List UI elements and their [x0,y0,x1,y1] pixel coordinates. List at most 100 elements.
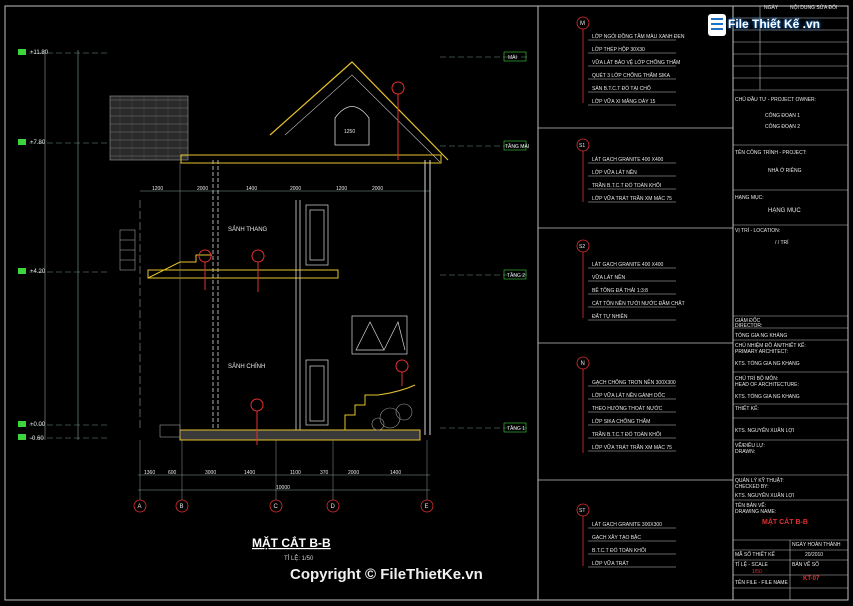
titleblock-row: TÊN FILE - FILE NAME [735,578,788,586]
legend-marker: S1 [579,143,585,149]
drawing-frame [4,5,849,601]
axis-label: D [331,504,336,510]
axis-bubble: A [133,440,147,513]
legend-text: LÁT GẠCH GRANITE 300X300 [592,521,662,528]
legend-marker: ST [579,508,585,514]
drawing-title: MẶT CẮT B-B [252,535,331,550]
legend-block: S1 LÁT GẠCH GRANITE 400 X400 LỚP VỮA LÁT… [576,138,676,203]
level-label: +11.80 [30,50,49,56]
axis-label: E [425,504,429,510]
legend-text: LỚP VỮA LÁT NỀN [592,169,637,176]
plant-decoration [371,403,413,431]
top-dimension: 2000 [372,186,383,192]
legend-marker: S2 [579,244,585,250]
top-dimension: 1400 [246,186,257,192]
legend-marker: N [581,361,585,367]
titleblock-row: KTS. TỔNG GIA NG KHANG [735,360,800,367]
titleblock-row: TÊN CÔNG TRÌNH - PROJECT: [735,148,807,156]
legend-text: B.T.C.T ĐỔ TOÀN KHỐI [592,547,646,554]
titleblock-row: NHÀ Ở RIÊNG [768,166,802,174]
title-block [733,6,848,600]
axis-bubble: C [269,440,283,513]
top-dimension-chain: 1200 2000 1400 2000 1200 2000 [140,186,430,192]
level-label: +4.20 [30,269,46,275]
titleblock-row: HEAD OF ARCHITECTURE: [735,382,799,388]
title-block-text: NGÀY NỘI DUNG SỬA ĐỔI CHỦ ĐẦU TƯ - PROJE… [735,4,841,586]
level-label: +0.00 [30,422,46,428]
axis-label: A [138,504,142,510]
legend-text: THEO HƯỚNG THOÁT NƯỚC [592,405,663,412]
bottom-dimension: 370 [320,470,329,476]
left-dimension-chain [20,50,110,440]
legend-text: VỮA LÁT NỀN [592,274,625,281]
legend-panel: M LỚP NGÓI ĐỒNG TÂM MÀU XANH ĐEN LỚP THÉ… [538,16,733,568]
titleblock-row: PRIMARY ARCHITECT: [735,349,788,355]
floor-tag: TẦNG 2 [507,272,525,279]
room-label: SẢNH CHÍNH [228,363,265,370]
legend-text: SÀN B.T.C.T ĐỔ TẠI CHỖ [592,85,651,92]
legend-block: ST LÁT GẠCH GRANITE 300X300 GẠCH XÂY TẠO… [576,503,676,568]
grid-axes: A B C D E [133,440,434,513]
legend-text: ĐẤT TỰ NHIÊN [592,312,628,320]
titleblock-row: QUẢN LÝ KỸ THUẬT: [735,477,784,484]
titleblock-drawing-name: MẶT CẮT B-B [762,517,808,526]
watermark-logo: File Thiết Kế .vn [708,12,826,40]
titleblock-row: DRAWN: [735,449,755,455]
titleblock-row: TÊN BẢN VẼ: [735,501,766,509]
legend-text: GẠCH CHỐNG TRƠN NỀN 300X300 [592,379,676,386]
floor-tag: TẦNG MÁI [505,143,529,150]
legend-text: BÊ TÔNG ĐÁ THẢI 1:3:8 [592,286,648,294]
level-markers: +11.80 +7.80 +4.20 +0.00 -0.60 [18,49,49,442]
roof-gable [269,61,449,163]
bottom-total-dimension: 10000 [276,485,290,491]
bottom-dimension: 1360 [144,470,155,476]
top-dimension: 2000 [290,186,301,192]
legend-text: LỚP VỮA XI MĂNG DÀY 15 [592,98,656,105]
titleblock-row: / / TRÍ [775,239,789,246]
staircase [147,254,212,279]
titleblock-sheet-number: KT-07 [803,576,820,582]
top-dimension: 1200 [336,186,347,192]
titleblock-row: CÔNG ĐOẠN 2 [765,123,800,130]
axis-bubble: D [326,440,340,513]
legend-text: LỚP THÉP HỘP 30X30 [592,46,645,53]
room-label: SẢNH THANG [228,226,268,233]
entry-stairs [344,384,416,430]
legend-text: LÁT GẠCH GRANITE 400 X400 [592,261,664,268]
titleblock-row: KTS. TỔNG GIA NG KHANG [735,393,800,400]
floor-tag: MÁI [508,54,517,61]
titleblock-row: CHỦ TRÌ BỘ MÔN: [735,375,778,382]
legend-text: LÁT GẠCH GRANITE 400 X400 [592,156,664,163]
titleblock-row: CÔNG ĐOẠN 1 [765,112,800,119]
legend-text: TRẦN B.T.C.T ĐỔ TOÀN KHỐI [592,182,661,189]
top-dimension: 1200 [152,186,163,192]
floor-tag: TẦNG 1 [507,425,525,432]
balcony-railing [119,229,181,438]
legend-marker: M [580,21,585,27]
legend-text: LỚP SIKA CHỐNG THẤM [592,418,650,425]
titleblock-row: CHỦ NHIỆM ĐỒ ÁN/THIẾT KẾ: [735,341,806,349]
titleblock-row: DRAWING NAME: [735,509,776,515]
titleblock-scale-value: 1/50 [752,569,762,575]
logo-text: File Thiết Kế .vn [728,17,821,31]
titleblock-row: MÃ SỐ THIẾT KẾ [735,551,775,558]
titleblock-row: VỊ TRÍ - LOCATION: [735,227,780,234]
bottom-dimension-chain: 1360 600 3000 1400 1100 370 2000 1400 10… [138,470,430,491]
legend-text: CÁT TÔN NỀN TƯỚI NƯỚC ĐẦM CHẶT [592,300,685,307]
bottom-dimension: 2000 [348,470,359,476]
legend-text: GẠCH XÂY TẠO BẬC [592,534,641,541]
titleblock-row: HẠNG MỤC: [735,195,764,201]
logo-icon [708,14,726,36]
bottom-dimension: 1400 [390,470,401,476]
level-label: +7.80 [30,140,46,146]
attic-arch-window [334,106,370,146]
copyright-watermark: Copyright © FileThietKe.vn [290,566,483,583]
titleblock-row: KTS. NGUYỄN XUÂN LỢI [735,427,794,434]
titleblock-row: NGÀY HOÀN THÀNH [792,541,841,548]
drawing-scale: TỈ LỆ: 1/50 [284,554,314,562]
titleblock-row: GIÁM ĐỐC [735,317,761,324]
legend-text: VỮA LÁT BẢO VỆ LỚP CHỐNG THẤM [592,58,680,66]
bottom-dimension: 600 [168,470,177,476]
titleblock-row: BẢN VẼ SỐ [792,561,819,568]
axis-bubble: B [175,440,189,513]
